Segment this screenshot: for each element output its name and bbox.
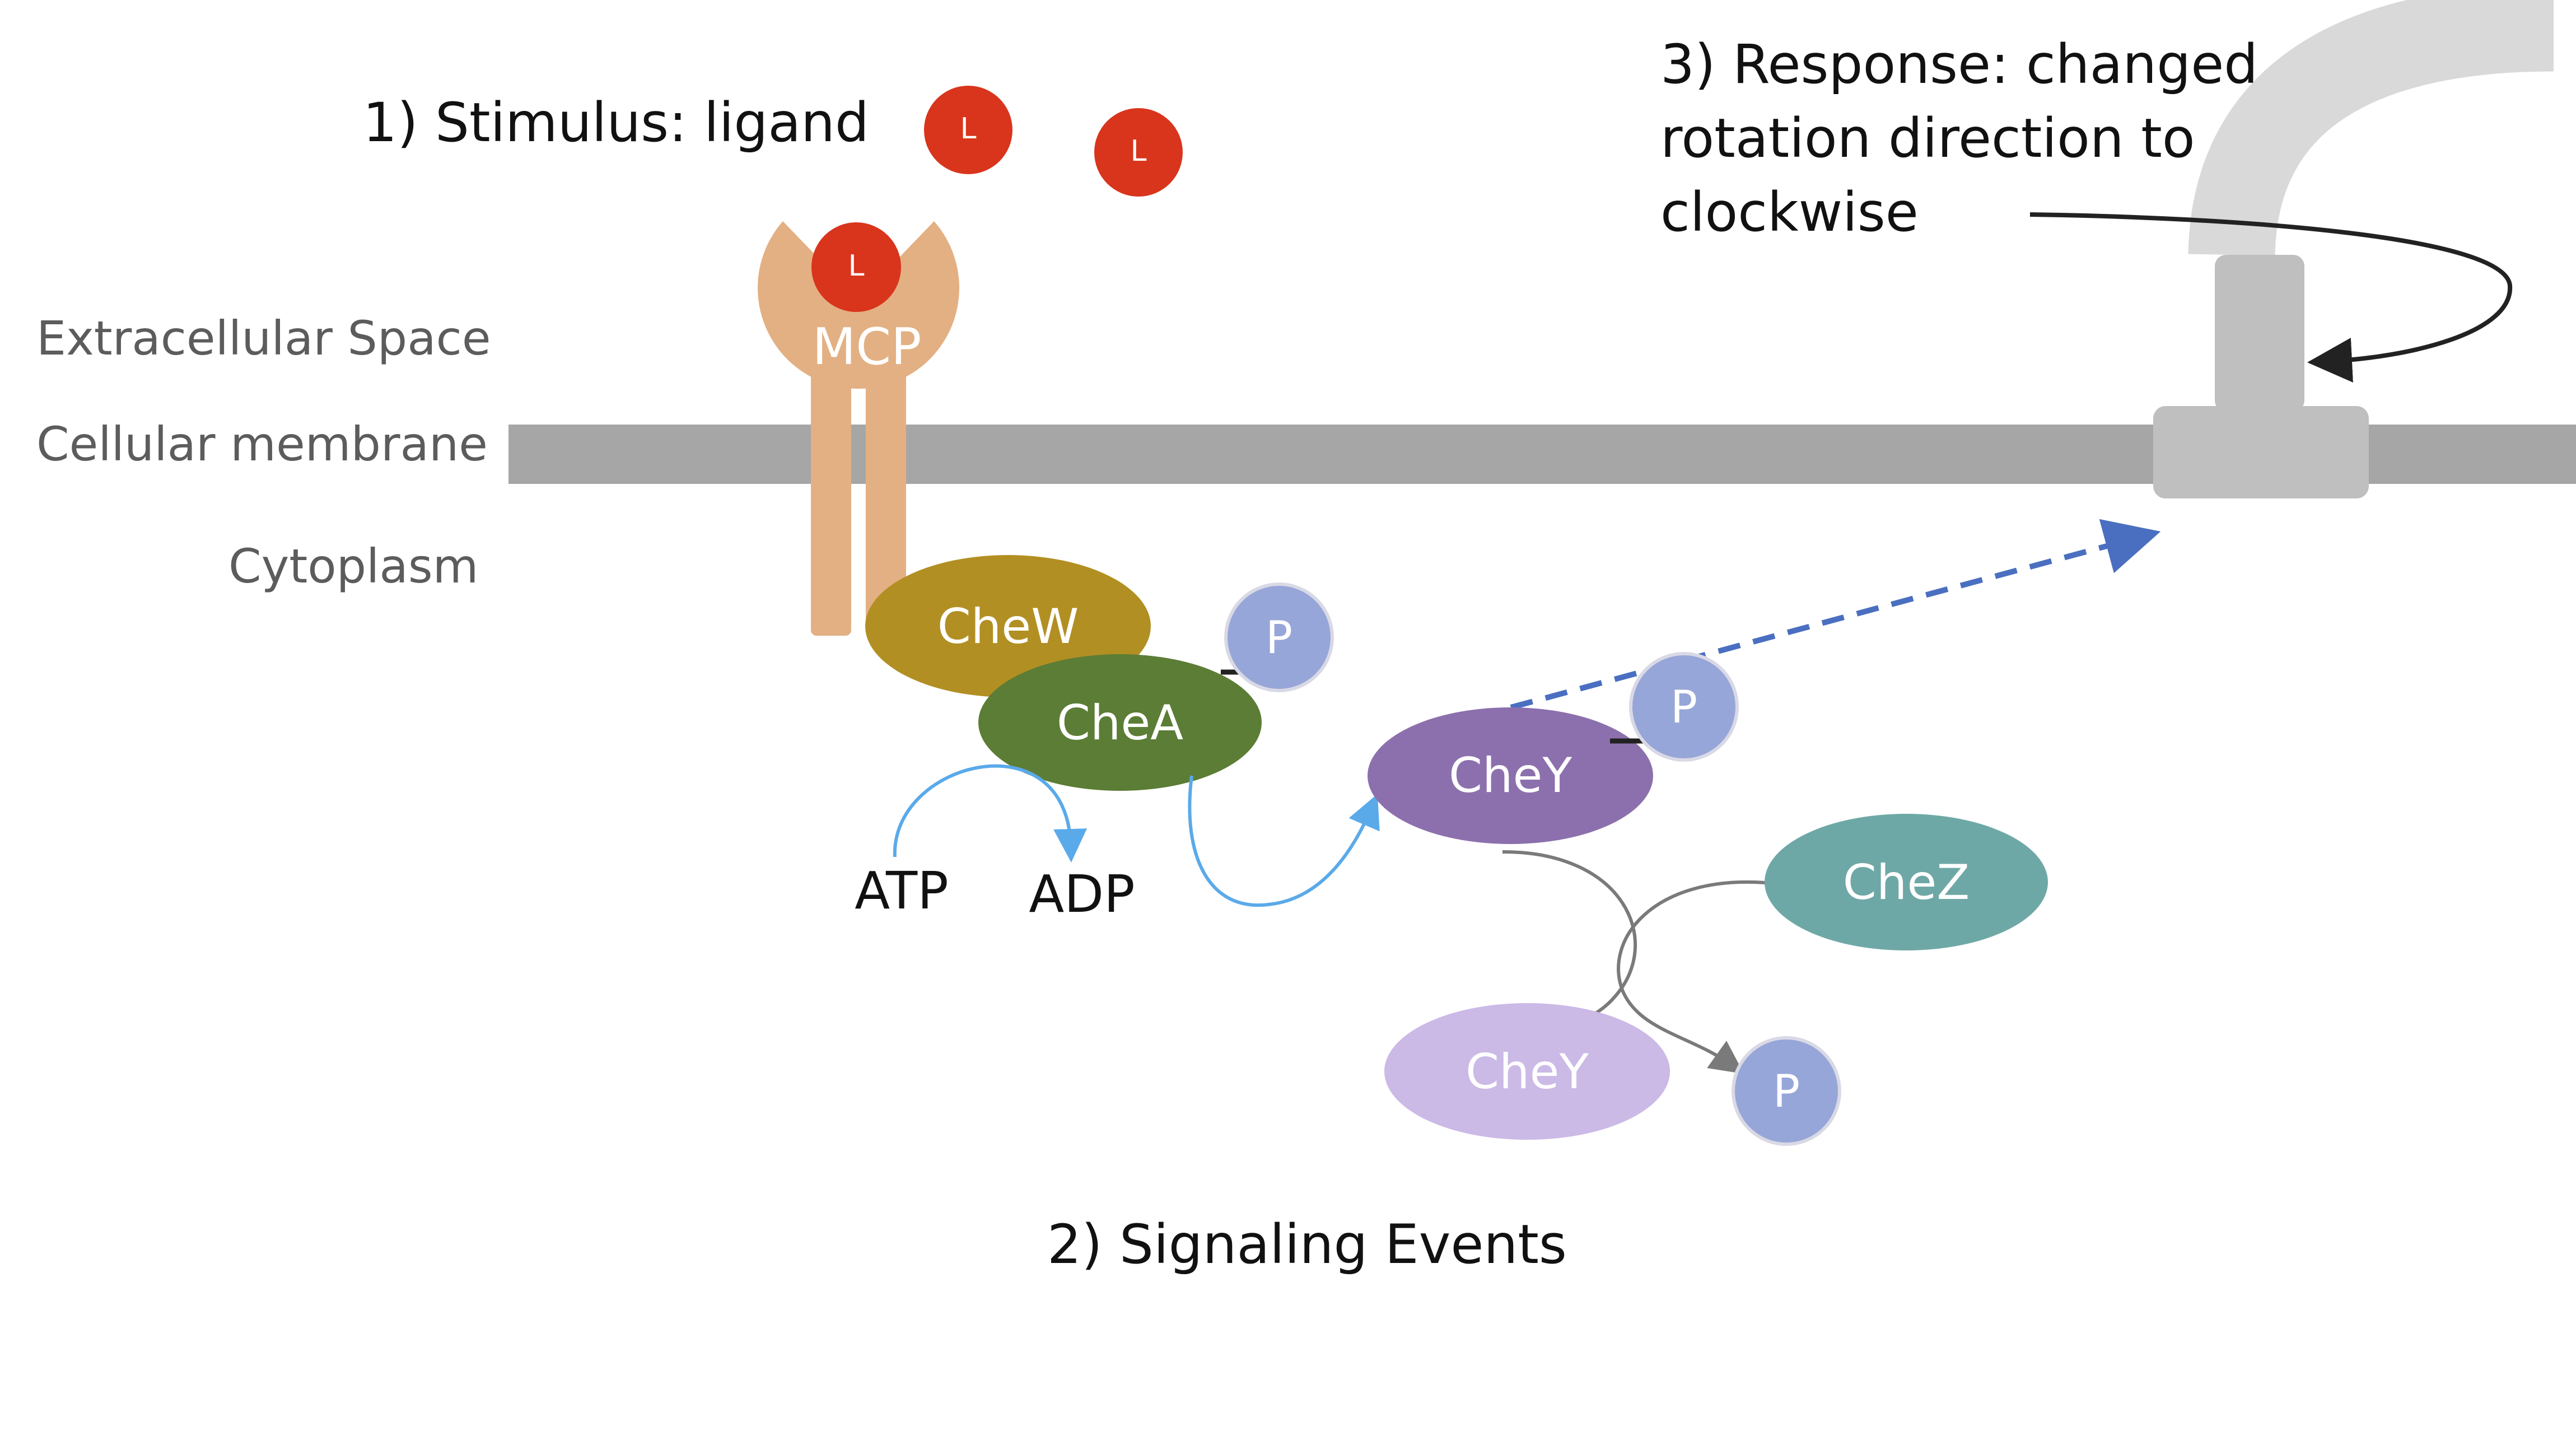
atp-label: ATP — [855, 861, 948, 921]
chez-protein: CheZ — [1765, 814, 2048, 950]
step-2-signaling-events: 2) Signaling Events — [1047, 1213, 1567, 1276]
mcp-label: MCP — [813, 318, 922, 376]
ligand-free-2: L — [1094, 108, 1183, 197]
mcp-stalk-left — [811, 364, 851, 636]
step-3-response-line-1: 3) Response: changed — [1660, 33, 2258, 96]
flagellum-hook — [2188, 0, 2554, 257]
flagellar-motor-shaft — [2215, 255, 2304, 412]
chey-dephosphorylated-label: CheY — [1466, 1044, 1589, 1100]
step-1-stimulus: 1) Stimulus: ligand — [363, 91, 869, 154]
ligand-free-1: L — [924, 86, 1012, 174]
step-3-response-line-3: clockwise — [1660, 181, 1919, 244]
clockwise-rotation-arrow — [2029, 212, 2513, 383]
label-cytoplasm: Cytoplasm — [228, 539, 478, 594]
mcp-stalk-right — [866, 364, 906, 636]
ligand-bound: L — [811, 222, 901, 312]
chey-dephosphorylated: CheY — [1384, 1003, 1670, 1140]
chey-phosphorylated: CheY — [1368, 707, 1653, 844]
chez-phosphate-release-arrow — [1617, 880, 1766, 1074]
chey-to-motor-signal-arrow — [1510, 519, 2161, 710]
ligand-bound-label: L — [848, 249, 865, 283]
phosphate-on-chea: P — [1224, 582, 1334, 692]
chew-label: CheW — [937, 599, 1079, 655]
chez-label: CheZ — [1843, 855, 1970, 911]
phosphate-on-chey-label: P — [1670, 681, 1697, 733]
chea-label: CheA — [1057, 695, 1183, 751]
adp-label: ADP — [1029, 864, 1135, 924]
phosphate-free: P — [1732, 1036, 1841, 1146]
label-extracellular-space: Extracellular Space — [36, 311, 491, 366]
phosphate-free-label: P — [1773, 1065, 1800, 1117]
atp-to-adp-arrow — [893, 764, 1088, 863]
phosphate-on-chea-label: P — [1266, 612, 1292, 664]
flagellar-motor-base — [2153, 406, 2369, 498]
chey-label: CheY — [1449, 748, 1572, 804]
phosphate-on-chey: P — [1629, 652, 1739, 762]
label-cellular-membrane: Cellular membrane — [36, 417, 488, 472]
mcp-receptor: MCP — [758, 221, 959, 636]
chea-to-chey-arrow — [1188, 775, 1380, 907]
step-3-response-line-2: rotation direction to — [1660, 107, 2195, 170]
ligand-free-1-label: L — [960, 112, 977, 146]
chea-protein: CheA — [978, 654, 1262, 791]
ligand-free-2-label: L — [1131, 134, 1147, 168]
